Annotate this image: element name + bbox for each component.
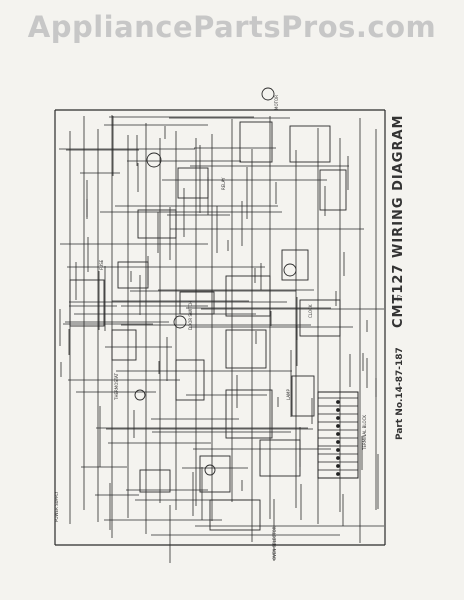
round-component: [146, 152, 162, 168]
label-door-switch: DOOR SWITCH: [188, 301, 193, 330]
label-oven-selector: OVEN SELECTOR: [272, 526, 277, 560]
component-blocks: [69, 87, 347, 531]
label-clock: CLOCK: [308, 304, 313, 318]
terminal-screw: [336, 424, 340, 428]
watermark: AppliancePartsPros.com: [27, 10, 437, 44]
component-block: [209, 499, 261, 531]
component-block: [259, 439, 301, 477]
terminal-screw: [336, 464, 340, 468]
round-component: [204, 464, 216, 476]
terminal-screw: [336, 416, 340, 420]
component-block: [137, 209, 177, 239]
component-block: [111, 329, 137, 361]
component-block: [299, 299, 341, 337]
component-block: [289, 125, 331, 163]
label-motor: MOTOR: [274, 95, 279, 110]
wiring-lines: [54, 109, 386, 563]
label-fuse: FUSE: [99, 259, 104, 270]
page-number: 17: [397, 294, 404, 302]
terminal-screw: [336, 472, 340, 476]
component-block: [225, 275, 271, 317]
terminal-screw: [336, 448, 340, 452]
component-block: [239, 121, 273, 163]
component-block: [117, 261, 149, 289]
label-relay: RELAY: [221, 177, 226, 190]
component-block: [175, 359, 205, 401]
terminal-screw: [336, 456, 340, 460]
component-block: [139, 469, 171, 493]
component-block: [69, 279, 105, 327]
terminal-block: [317, 391, 359, 479]
label-lamp: LAMP: [286, 388, 291, 400]
round-component: [173, 315, 187, 329]
terminal-screw: [336, 400, 340, 404]
round-component: [283, 263, 297, 277]
terminal-screw: [336, 440, 340, 444]
diagram-title: CMT127 WIRING DIAGRAM: [391, 115, 406, 328]
label-thermostat: THERMOSTAT: [114, 373, 119, 401]
terminal-screw: [336, 408, 340, 412]
round-component: [134, 389, 146, 401]
terminal-screw: [336, 432, 340, 436]
component-block: [177, 167, 209, 199]
component-block: [179, 291, 215, 315]
component-block: [225, 389, 273, 439]
component-block: [319, 169, 347, 211]
part-number: Part No.14-87-187: [395, 347, 405, 440]
label-terminal-block: TERMINAL BLOCK: [362, 415, 367, 451]
component-labels: POWER SUPPLY FUSE DOOR SWITCH THERMOSTAT…: [54, 95, 367, 560]
component-block: [281, 249, 309, 281]
round-component: [261, 87, 275, 101]
component-block: [199, 455, 231, 493]
component-block: [225, 329, 267, 369]
label-power-supply: POWER SUPPLY: [54, 491, 59, 522]
component-block: [291, 375, 315, 417]
